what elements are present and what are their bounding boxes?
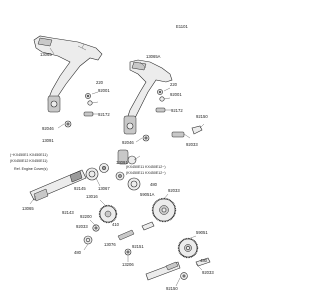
part-label: 59051A <box>140 192 155 197</box>
part-label: 480 <box>74 250 82 255</box>
part-label: 92150 <box>196 114 208 119</box>
part-label: 480 <box>200 258 208 263</box>
part-labels: 13065 13065A 220 92001 92172 13091 92046… <box>22 52 214 291</box>
part-label: 13065 <box>40 52 52 57</box>
part-label: 480 <box>150 182 158 187</box>
part-label: 92001 <box>98 88 110 93</box>
part-label: 13091 <box>42 138 54 143</box>
part-label: 92172 <box>171 108 183 113</box>
part-label: 13206 <box>122 262 134 267</box>
part-label: 220 <box>170 82 178 87</box>
note-right-1: (KX450E11 KX450E12~) <box>126 165 166 169</box>
kick-gear-upper <box>151 197 177 223</box>
part-label: 92033 <box>76 224 88 229</box>
part-label: 13065 <box>22 206 34 211</box>
ratchet-assembly <box>115 149 141 191</box>
part-label: 92151 <box>132 244 144 249</box>
part-label: 410 <box>112 222 120 227</box>
part-label: 92033 <box>186 142 198 147</box>
part-label: 13016 <box>86 194 98 199</box>
note-left-ref: Ref. Engine Cover(s) <box>14 167 48 171</box>
diagram-code: E1101 <box>176 24 188 29</box>
note-left-1: (~KX450E1 KX450E11) <box>10 153 48 157</box>
leader-lines <box>29 47 205 287</box>
part-label: 13065A <box>146 54 161 59</box>
kick-pedal-right <box>123 59 173 135</box>
part-label: 92200 <box>80 214 92 219</box>
part-label: 59051 <box>196 230 208 235</box>
parts-diagram-page: E1101 <box>10 24 215 291</box>
part-label: 92143 <box>62 210 74 215</box>
lower-hardware <box>117 221 155 256</box>
part-label: 92145 <box>74 186 86 191</box>
left-pedal-hardware <box>64 93 94 128</box>
part-label: 92033 <box>168 188 180 193</box>
kick-shaft <box>29 163 109 202</box>
part-label: 13091 <box>116 160 128 165</box>
note-right-2: (KX450E11 KX450E12~) <box>126 171 166 175</box>
applicability-notes: (~KX450E1 KX450E11) (KX450E12 KX450E11) … <box>10 153 166 175</box>
part-label: 92150 <box>166 286 178 291</box>
part-label: 92001 <box>170 92 182 97</box>
part-label: 92046 <box>122 140 134 145</box>
part-label: 92046 <box>42 126 54 131</box>
exploded-parts-diagram: E1101 <box>10 24 214 291</box>
part-label: 92033 <box>202 270 214 275</box>
part-label: 220 <box>96 80 104 85</box>
note-left-2: (KX450E12 KX450E11) <box>10 159 48 163</box>
part-label: 13076 <box>104 242 116 247</box>
kick-gear-lower <box>177 237 211 267</box>
lower-shaft <box>145 261 188 281</box>
right-pedal-hardware <box>142 89 203 142</box>
part-label: 92172 <box>98 112 110 117</box>
part-label: 13067 <box>98 186 110 191</box>
idle-gear <box>83 204 118 245</box>
kick-pedal-left <box>33 35 103 113</box>
